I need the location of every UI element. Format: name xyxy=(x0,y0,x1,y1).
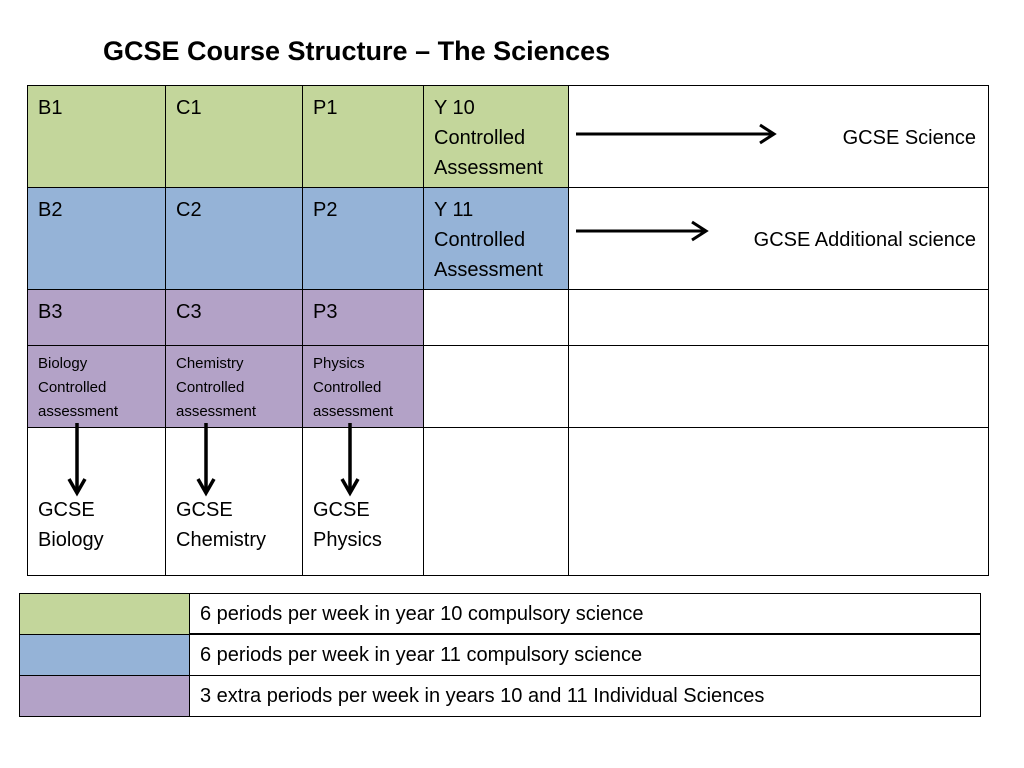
cell-physics-assessment: Physics Controlled assessment xyxy=(302,345,424,428)
cell-p1: P1 xyxy=(302,85,424,188)
cell-gcse-biology: GCSE Biology xyxy=(27,427,166,576)
cell-b2: B2 xyxy=(27,187,166,290)
arrow-right-icon xyxy=(576,123,777,145)
cell-y10-assessment: Y 10 Controlled Assessment xyxy=(423,85,569,188)
cell-b1: B1 xyxy=(27,85,166,188)
cell-chemistry-assessment: Chemistry Controlled assessment xyxy=(165,345,303,428)
arrow-down-icon xyxy=(340,423,360,497)
legend-swatch-blue xyxy=(19,634,190,676)
empty-cell xyxy=(423,427,569,576)
cell-gcse-chemistry: GCSE Chemistry xyxy=(165,427,303,576)
legend-swatch-purple xyxy=(19,675,190,717)
arrow-right-icon xyxy=(576,220,709,242)
empty-cell xyxy=(568,345,989,428)
cell-p2: P2 xyxy=(302,187,424,290)
arrow-down-icon xyxy=(67,423,87,497)
page-title: GCSE Course Structure – The Sciences xyxy=(103,36,611,66)
empty-cell xyxy=(568,289,989,346)
legend-text: 6 periods per week in year 10 compulsory… xyxy=(189,593,981,635)
arrow-down-icon xyxy=(196,423,216,497)
empty-cell xyxy=(423,345,569,428)
legend-table: 6 periods per week in year 10 compulsory… xyxy=(19,593,981,717)
legend-swatch-green xyxy=(19,593,190,635)
cell-biology-assessment: Biology Controlled assessment xyxy=(27,345,166,428)
cell-c2: C2 xyxy=(165,187,303,290)
cell-c1: C1 xyxy=(165,85,303,188)
legend-text: 6 periods per week in year 11 compulsory… xyxy=(189,634,981,676)
cell-gcse-physics: GCSE Physics xyxy=(302,427,424,576)
cell-y11-assessment: Y 11 Controlled Assessment xyxy=(423,187,569,290)
cell-p3: P3 xyxy=(302,289,424,346)
legend-text: 3 extra periods per week in years 10 and… xyxy=(189,675,981,717)
cell-b3: B3 xyxy=(27,289,166,346)
cell-c3: C3 xyxy=(165,289,303,346)
empty-cell xyxy=(568,427,989,576)
course-structure-table: B1 C1 P1 Y 10 Controlled Assessment GCSE… xyxy=(27,85,989,576)
empty-cell xyxy=(423,289,569,346)
